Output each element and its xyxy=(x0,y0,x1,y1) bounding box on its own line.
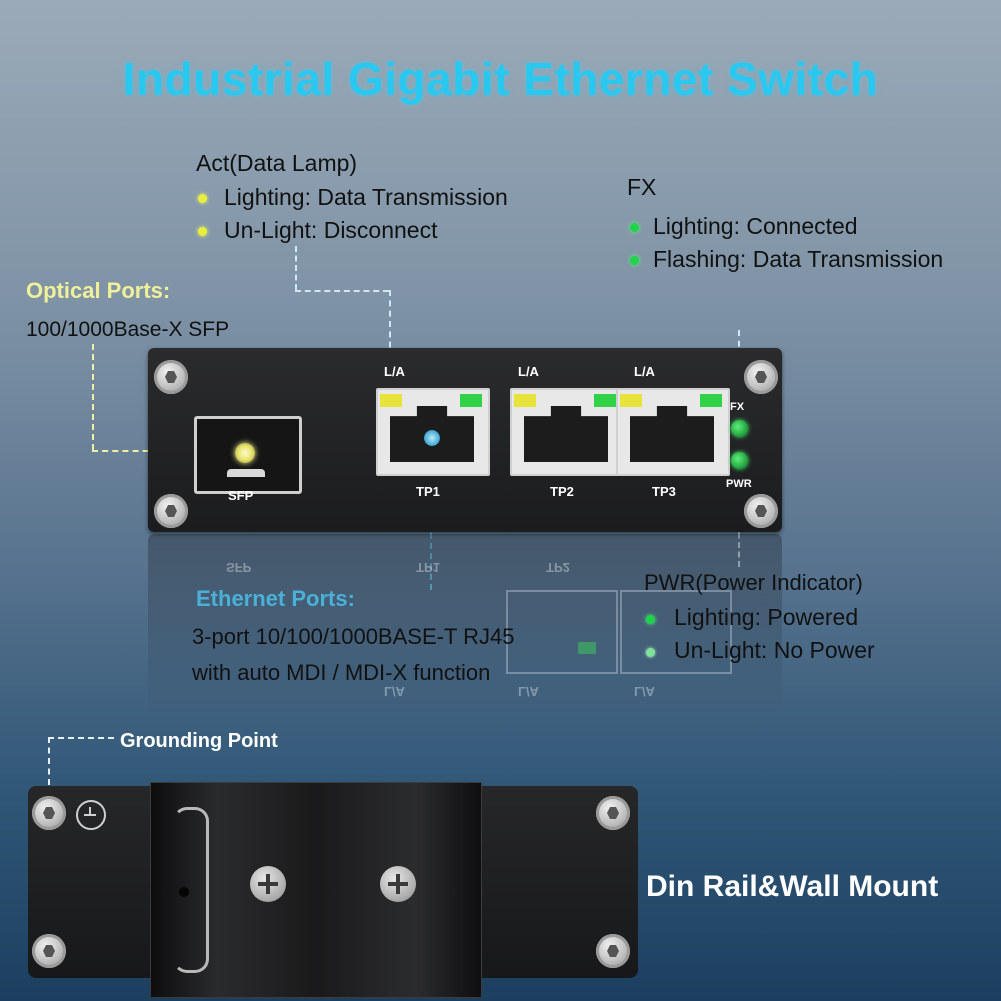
link-led-green xyxy=(460,394,482,407)
rj45-socket-icon xyxy=(524,406,608,462)
grounding-label: Grounding Point xyxy=(120,730,278,752)
sfp-label: SFP xyxy=(228,488,254,503)
act-leader-h xyxy=(295,290,389,292)
switch-front-panel: SFP L/A L/A L/A TP1 TP2 TP3 FX PWR xyxy=(148,348,782,532)
rj45-port-tp3[interactable] xyxy=(616,388,730,476)
reflect-led-green xyxy=(578,642,596,654)
screw-icon xyxy=(32,934,66,968)
pwr-led-icon xyxy=(731,452,748,469)
optical-desc: 100/1000Base-X SFP xyxy=(26,318,230,341)
phillips-screw-icon xyxy=(250,866,286,902)
din-rail-clip xyxy=(150,782,482,998)
act-item-1: Lighting: Data Transmission xyxy=(224,184,508,210)
la-label-2: L/A xyxy=(518,364,539,379)
sfp-latch xyxy=(227,469,265,477)
reflect-port-2 xyxy=(506,590,618,674)
fx-item-2: Flashing: Data Transmission xyxy=(653,246,944,272)
ethernet-heading: Ethernet Ports: xyxy=(196,586,355,611)
optical-heading: Optical Ports: xyxy=(26,278,171,303)
link-led-yellow xyxy=(620,394,642,407)
link-led-green xyxy=(700,394,722,407)
link-led-green xyxy=(594,394,616,407)
reflect-port-3 xyxy=(620,590,732,674)
tp2-label: TP2 xyxy=(550,484,574,499)
reflect-la-3: L/A xyxy=(634,684,655,699)
ground-symbol-icon xyxy=(76,800,106,830)
grounding-leader-v xyxy=(48,737,50,785)
phillips-screw-icon xyxy=(380,866,416,902)
la-label-1: L/A xyxy=(384,364,405,379)
reflect-la-1: L/A xyxy=(384,684,405,699)
screw-icon xyxy=(596,796,630,830)
ethernet-marker-icon xyxy=(424,430,440,446)
optical-leader-v xyxy=(92,344,94,450)
spring-clip xyxy=(173,807,209,973)
reflect-sfp-label: SFP xyxy=(226,560,252,575)
reflect-tp2-label: TP2 xyxy=(546,560,570,575)
la-label-3: L/A xyxy=(634,364,655,379)
screw-icon xyxy=(154,360,188,394)
pwr-item-1: Lighting: Powered xyxy=(674,604,859,630)
fx-panel-label: FX xyxy=(730,401,745,413)
act-dot-2 xyxy=(198,227,207,236)
rail-hole xyxy=(179,887,189,897)
pwr-dot-1 xyxy=(646,615,655,624)
mount-label: Din Rail&Wall Mount xyxy=(646,870,939,903)
ethernet-line-2: with auto MDI / MDI-X function xyxy=(192,660,491,685)
switch-reflection: SFP TP1 TP2 L/A L/A L/A xyxy=(148,534,782,712)
pwr-dot-2 xyxy=(646,648,655,657)
pwr-item-2: Un-Light: No Power xyxy=(674,637,875,663)
tp3-label: TP3 xyxy=(652,484,676,499)
sfp-port[interactable] xyxy=(194,416,302,494)
act-leader-v2 xyxy=(389,290,391,358)
screw-icon xyxy=(154,494,188,528)
fx-dot-2 xyxy=(630,256,639,265)
act-item-2: Un-Light: Disconnect xyxy=(224,217,438,243)
pwr-panel-label: PWR xyxy=(726,478,752,490)
link-led-yellow xyxy=(380,394,402,407)
rj45-socket-icon xyxy=(630,406,714,462)
act-leader-v1 xyxy=(295,246,297,290)
ethernet-line-1: 3-port 10/100/1000BASE-T RJ45 xyxy=(192,624,515,649)
reflect-la-2: L/A xyxy=(518,684,539,699)
screw-icon xyxy=(596,934,630,968)
pwr-heading: PWR(Power Indicator) xyxy=(644,570,863,595)
screw-icon xyxy=(744,494,778,528)
sfp-light-icon xyxy=(235,443,255,463)
screw-icon xyxy=(32,796,66,830)
tp1-label: TP1 xyxy=(416,484,440,499)
fx-dot-1 xyxy=(630,223,639,232)
grounding-leader-h xyxy=(48,737,114,739)
link-led-yellow xyxy=(514,394,536,407)
reflect-tp1-label: TP1 xyxy=(416,560,440,575)
rj45-port-tp1[interactable] xyxy=(376,388,490,476)
fx-led-icon xyxy=(731,420,748,437)
fx-item-1: Lighting: Connected xyxy=(653,213,858,239)
fx-heading: FX xyxy=(627,174,657,200)
screw-icon xyxy=(744,360,778,394)
page-title: Industrial Gigabit Ethernet Switch xyxy=(122,53,879,105)
rj45-port-tp2[interactable] xyxy=(510,388,624,476)
act-dot-1 xyxy=(198,194,207,203)
act-heading: Act(Data Lamp) xyxy=(196,150,358,176)
